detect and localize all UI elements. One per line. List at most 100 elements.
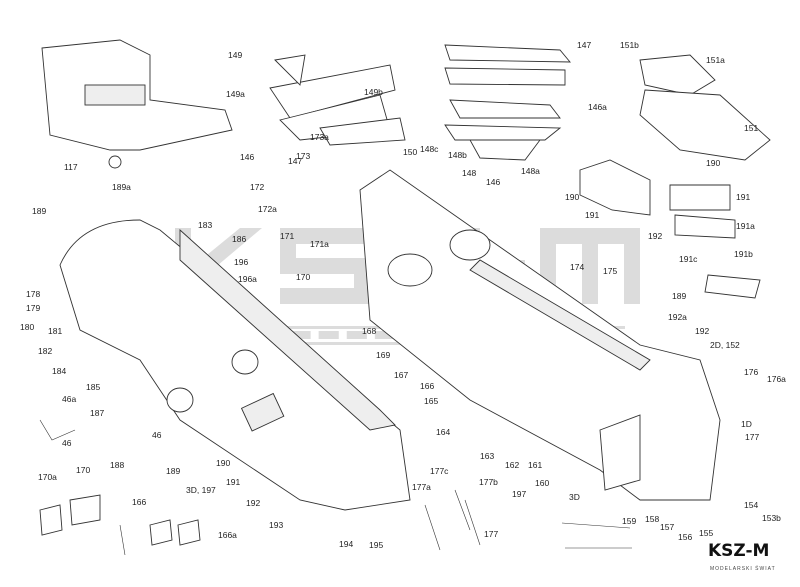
part-label: 177 [484, 529, 498, 539]
part-label: 194 [339, 539, 353, 549]
part-label: 189 [166, 466, 180, 476]
part-label: 149 [228, 50, 242, 60]
part-label: 177b [479, 477, 498, 487]
misc-parts-bottom [39, 419, 632, 556]
part-label: 46 [62, 438, 72, 448]
part-label: 151a [706, 55, 725, 65]
part-label: 1D [741, 419, 752, 429]
part-label: 191 [585, 210, 599, 220]
part-label: 181 [48, 326, 62, 336]
part-label: 191 [736, 192, 750, 202]
part-label: 173 [296, 151, 310, 161]
part-label: 172a [258, 204, 277, 214]
part-label: 177a [412, 482, 431, 492]
part-label: 158 [645, 514, 659, 524]
part-label: 153b [762, 513, 781, 523]
part-label: 189 [672, 291, 686, 301]
part-label: 197 [512, 489, 526, 499]
part-label: 163 [480, 451, 494, 461]
part-label: 146a [588, 102, 607, 112]
part-label: 191a [736, 221, 755, 231]
part-label: 148a [521, 166, 540, 176]
part-label: 157 [660, 522, 674, 532]
small-parts-right [579, 159, 761, 299]
part-label: 146 [240, 152, 254, 162]
part-label: 187 [90, 408, 104, 418]
part-label: 171a [310, 239, 329, 249]
part-label: 147 [577, 40, 591, 50]
part-label: 160 [535, 478, 549, 488]
right-fuselage-part [359, 169, 721, 501]
part-label: 192a [668, 312, 687, 322]
part-label: 190 [565, 192, 579, 202]
part-label: 191 [226, 477, 240, 487]
part-label: 147 [288, 156, 302, 166]
watermark-glyph [346, 331, 367, 339]
part-label: 184 [52, 366, 66, 376]
part-label: 170 [296, 272, 310, 282]
part-label: 176 [744, 367, 758, 377]
part-label: 148 [462, 168, 476, 178]
ksz-logo: KSZ-M MODELARSKI ŚWIAT [708, 541, 776, 572]
part-label: 189a [112, 182, 131, 192]
part-label: 150 [403, 147, 417, 157]
part-label: 151 [744, 123, 758, 133]
part-label: 174 [570, 262, 584, 272]
part-label: 190 [216, 458, 230, 468]
part-label: 173a [310, 132, 329, 142]
rotor-head-part [639, 54, 771, 161]
part-label: 149a [226, 89, 245, 99]
part-label: 46 [152, 430, 162, 440]
part-label: 46a [62, 394, 76, 404]
part-label: 191b [734, 249, 753, 259]
engine-panels-part [269, 54, 406, 146]
part-label: 151b [620, 40, 639, 50]
part-label: 168 [362, 326, 376, 336]
part-label: 185 [86, 382, 100, 392]
part-label: 196 [234, 257, 248, 267]
part-label: 196a [238, 274, 257, 284]
rotor-panels-part [444, 44, 571, 161]
part-label: 2D, 152 [710, 340, 740, 350]
part-label: 172 [250, 182, 264, 192]
part-label: 169 [376, 350, 390, 360]
part-label: 167 [394, 370, 408, 380]
part-label: 146 [486, 177, 500, 187]
watermark-glyph [374, 331, 395, 339]
part-label: 164 [436, 427, 450, 437]
part-label: 155 [699, 528, 713, 538]
part-label: 182 [38, 346, 52, 356]
part-label: 3D, 197 [186, 485, 216, 495]
part-label: 175 [603, 266, 617, 276]
part-label: 179 [26, 303, 40, 313]
part-label: 180 [20, 322, 34, 332]
part-label: 193 [269, 520, 283, 530]
logo-subtitle: MODELARSKI ŚWIAT [710, 564, 776, 572]
part-label: 148c [420, 144, 439, 154]
part-label: 189 [32, 206, 46, 216]
watermark-glyph [318, 331, 339, 339]
part-label: 3D [569, 492, 580, 502]
watermark-glyph [290, 331, 311, 339]
part-label: 159 [622, 516, 636, 526]
part-label: 183 [198, 220, 212, 230]
part-label: 190 [706, 158, 720, 168]
part-label: 170 [76, 465, 90, 475]
part-label: 166 [420, 381, 434, 391]
part-label: 148b [448, 150, 467, 160]
part-label: 166a [218, 530, 237, 540]
part-label: 165 [424, 396, 438, 406]
part-label: 176a [767, 374, 786, 384]
part-label: 161 [528, 460, 542, 470]
part-label: 192 [246, 498, 260, 508]
part-label: 192 [648, 231, 662, 241]
part-label: 154 [744, 500, 758, 510]
part-label: 191c [679, 254, 698, 264]
part-label: 166 [132, 497, 146, 507]
part-label: 170a [38, 472, 57, 482]
part-label: 186 [232, 234, 246, 244]
part-label: 156 [678, 532, 692, 542]
